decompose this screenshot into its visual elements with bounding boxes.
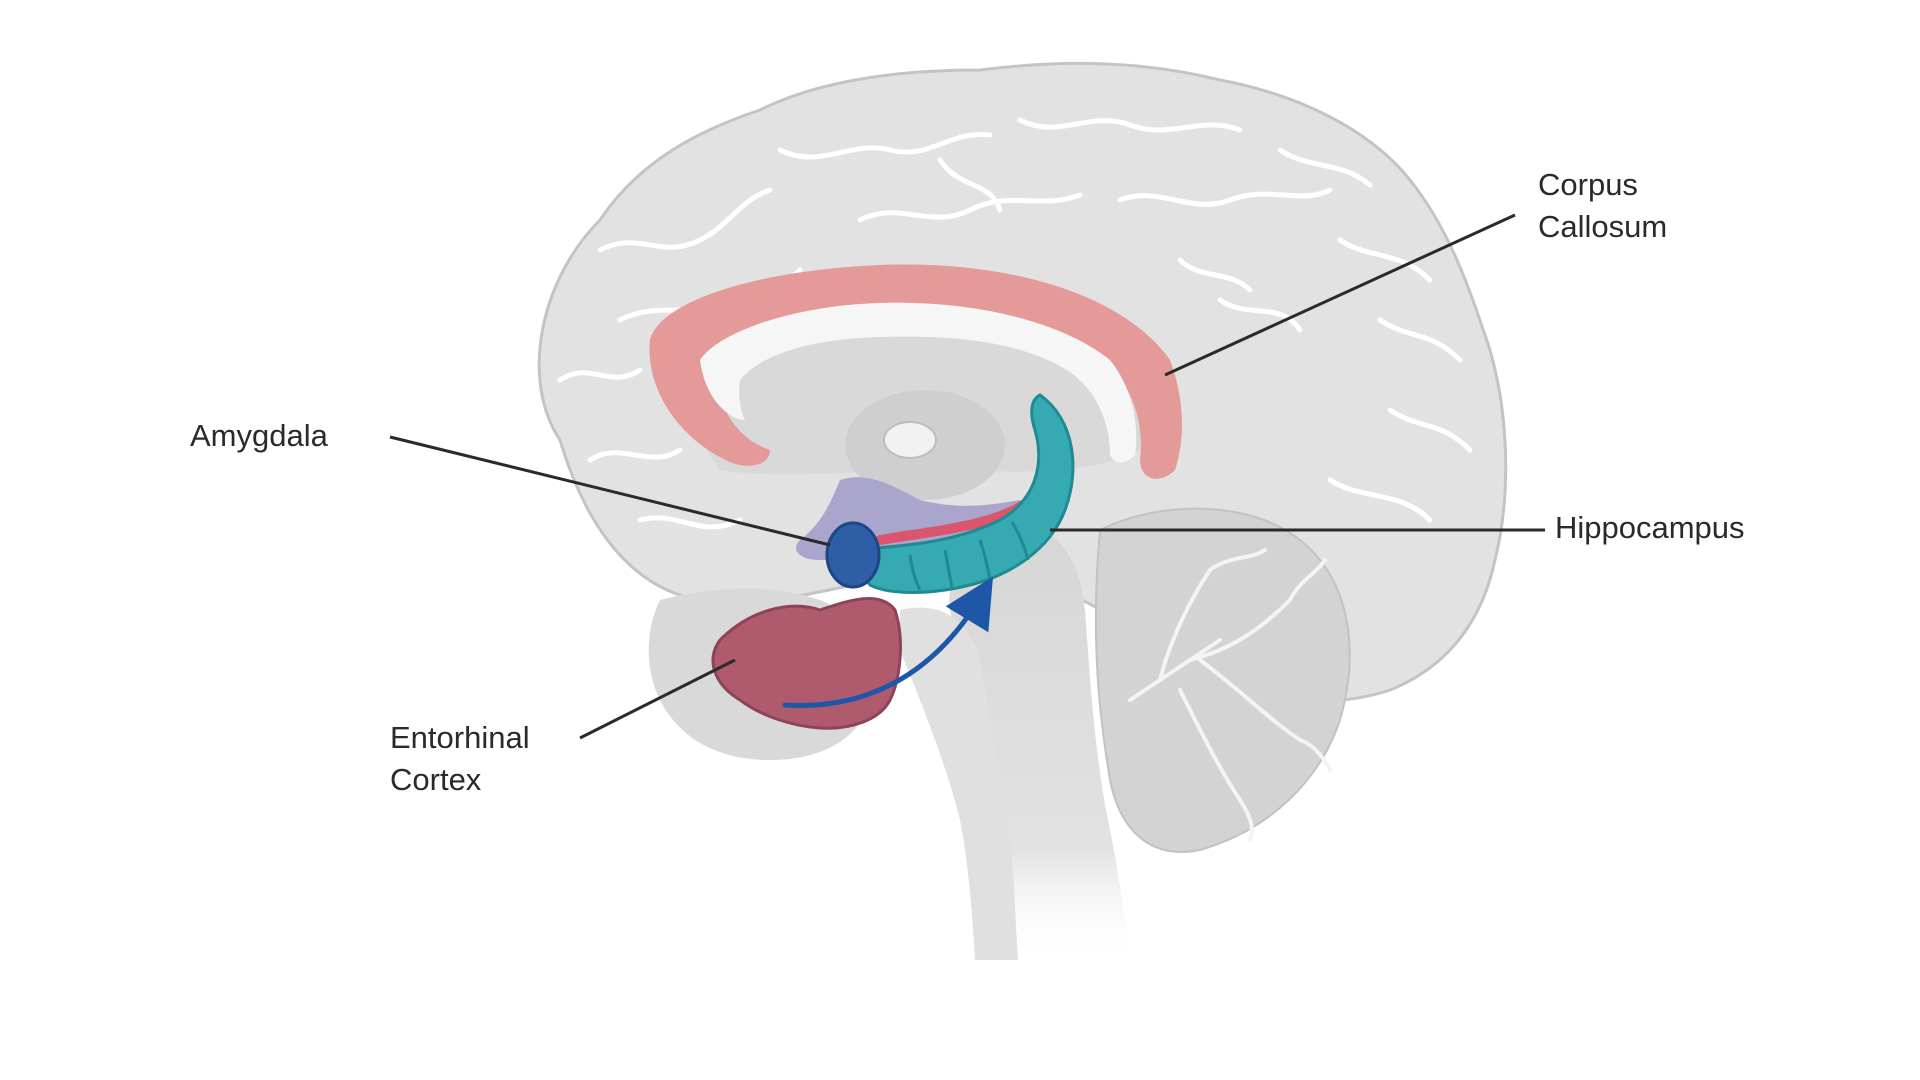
- leader-line-amygdala: [389, 435, 831, 547]
- label-corpus-callosum-line1: Corpus: [1538, 167, 1638, 202]
- label-entorhinal-cortex: Entorhinal Cortex: [390, 717, 530, 801]
- brainstem-ventral: [900, 607, 1018, 960]
- arbor-vitae: [1128, 548, 1332, 842]
- label-hippocampus: Hippocampus: [1555, 510, 1745, 545]
- label-corpus-callosum: Corpus Callosum: [1538, 164, 1667, 248]
- label-corpus-callosum-line2: Callosum: [1538, 209, 1668, 244]
- entorhinal-cortex: [711, 596, 902, 730]
- corpus-callosum-core: [700, 302, 1137, 463]
- amygdala: [825, 521, 881, 589]
- label-entorhinal-cortex-line1: Entorhinal: [390, 720, 530, 755]
- leader-line-corpus-callosum: [1164, 213, 1516, 377]
- brainstem: [949, 519, 1130, 960]
- label-amygdala: Amygdala: [190, 418, 328, 453]
- label-entorhinal-cortex-line2: Cortex: [390, 762, 482, 797]
- leader-line-entorhinal-cortex: [579, 658, 736, 740]
- pathway-arrow: [782, 576, 994, 709]
- interthalamic-adhesion: [883, 421, 937, 459]
